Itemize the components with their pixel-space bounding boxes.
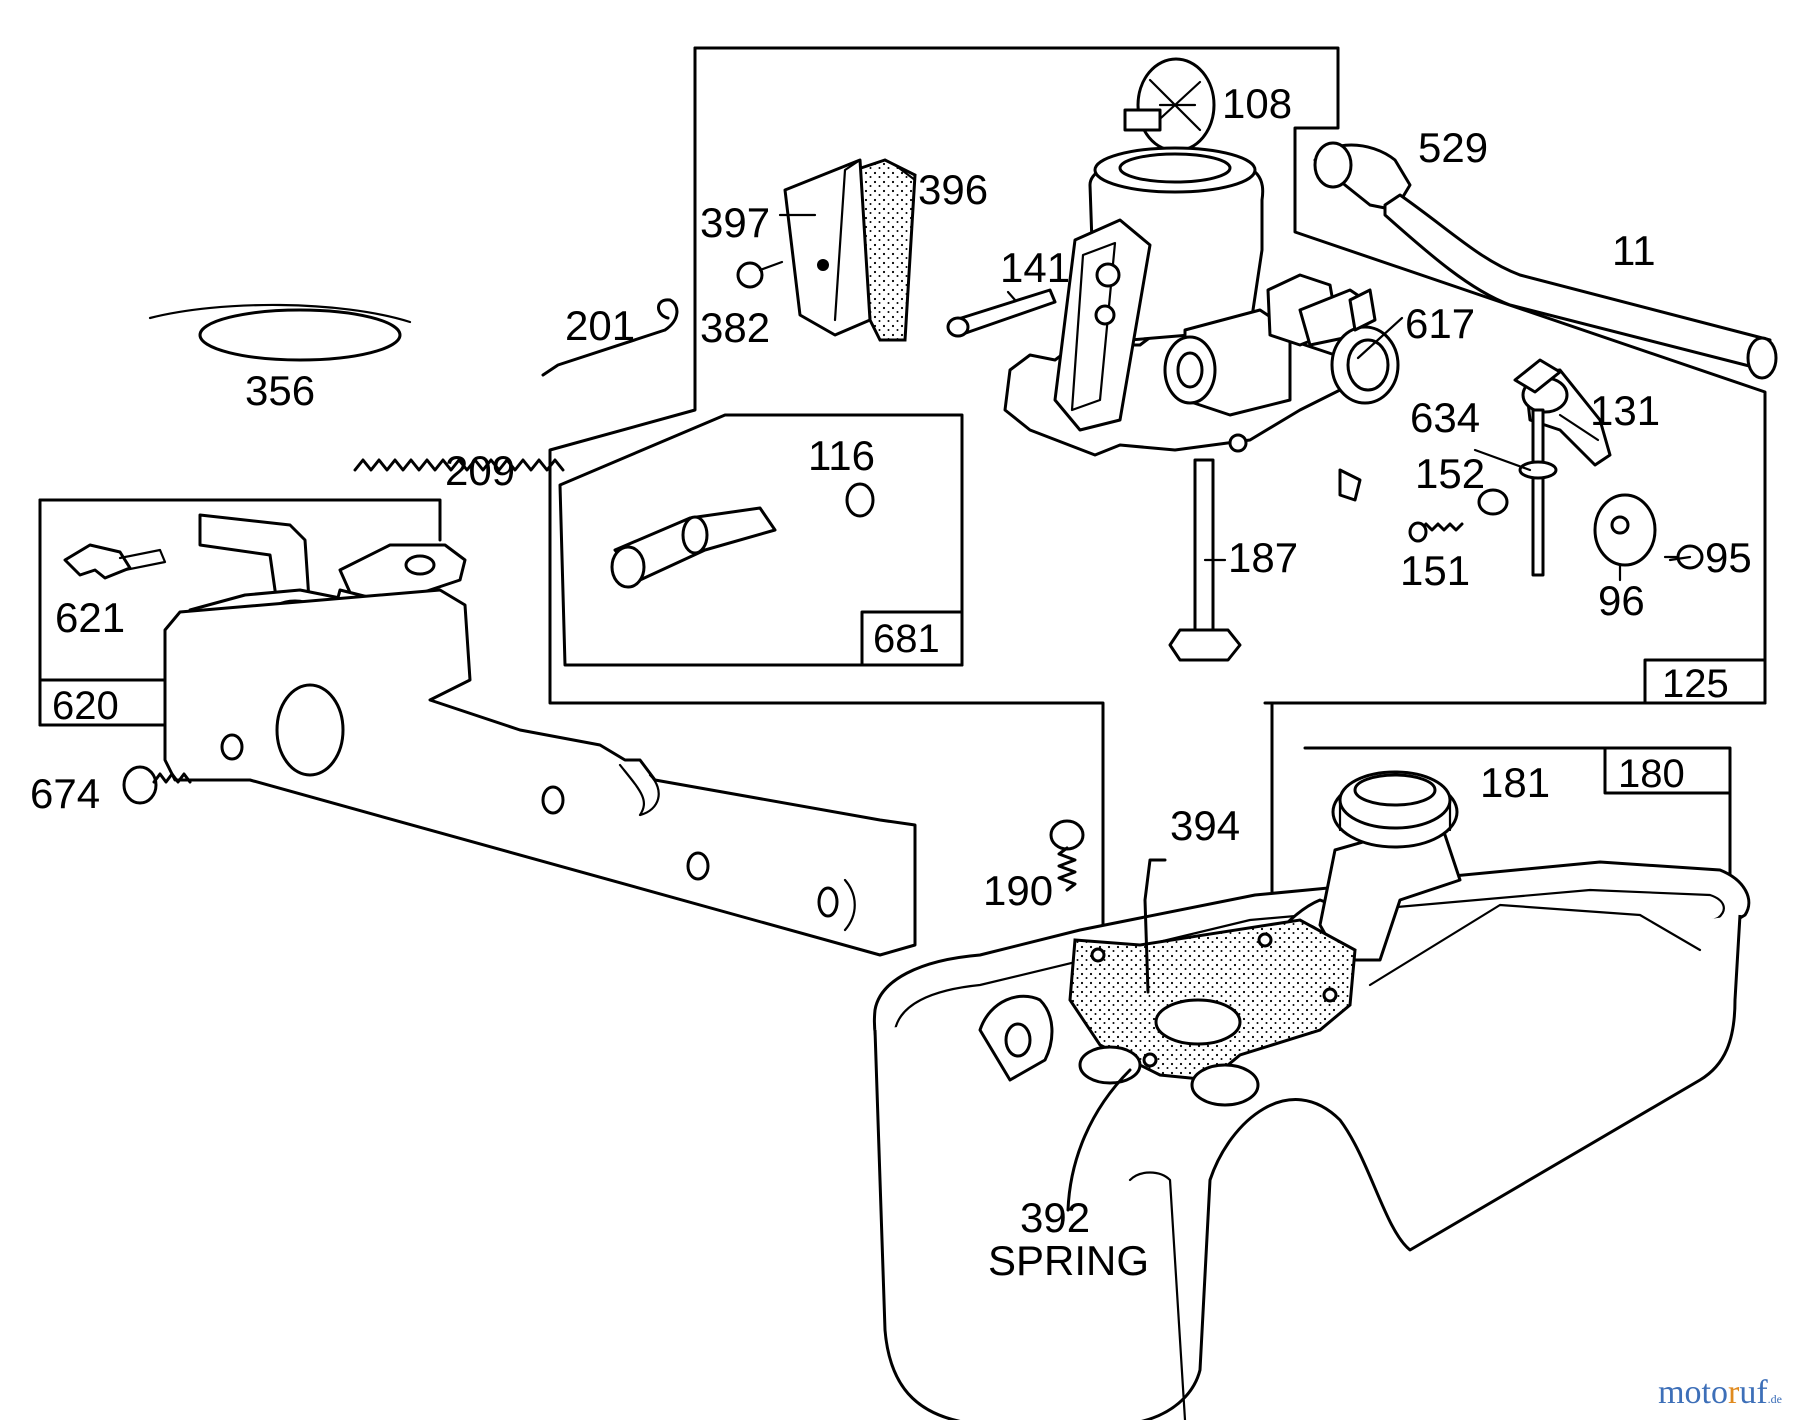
label-634: 634 (1410, 394, 1480, 441)
label-95: 95 (1705, 534, 1752, 581)
spring-152 (1477, 488, 1509, 516)
label-181: 181 (1480, 759, 1550, 806)
watermark-part2: r (1728, 1374, 1740, 1411)
spring-392 (1066, 1068, 1132, 1212)
label-674: 674 (30, 770, 100, 817)
label-617: 617 (1405, 300, 1475, 347)
site-watermark-logo: motoruf.de (1658, 1374, 1782, 1412)
throttle-plate-96 (1593, 493, 1657, 567)
label-356: 356 (245, 367, 315, 414)
carburetor-body (1003, 146, 1400, 502)
gasket-394 (1068, 918, 1357, 1082)
screw-382 (736, 260, 784, 289)
label-382: 382 (700, 304, 770, 351)
screw-187 (1168, 458, 1242, 662)
screw-674 (122, 765, 192, 805)
label-116: 116 (808, 432, 875, 479)
box-180-frame (1603, 746, 1732, 795)
part-labels: 108 529 396 397 141 11 201 382 617 356 6… (30, 80, 1752, 1284)
screw-190 (1049, 819, 1085, 892)
label-397: 397 (700, 199, 770, 246)
jet-kit-box (558, 413, 964, 667)
screw-151 (1418, 522, 1464, 532)
leader-lines (778, 163, 1692, 582)
filter-block-397 (783, 158, 917, 342)
label-151: 151 (1400, 547, 1470, 594)
watermark-part1: moto (1658, 1374, 1729, 1411)
link-rod-201 (541, 298, 679, 377)
filler-neck-181 (1318, 770, 1462, 962)
spring-209 (353, 458, 565, 472)
label-394: 394 (1170, 802, 1240, 849)
throttle-shaft (1518, 408, 1558, 577)
label-201: 201 (565, 302, 635, 349)
carburetor-group-outline-left (548, 46, 1105, 942)
label-152: 152 (1415, 450, 1485, 497)
label-96: 96 (1598, 577, 1645, 624)
choke-valve-108 (1123, 57, 1216, 153)
shaft-141 (946, 288, 1057, 338)
tank-group-outline-upper (1303, 746, 1732, 882)
watermark-part3: uf (1739, 1374, 1768, 1411)
box-125-frame (1643, 658, 1767, 705)
label-209: 209 (445, 447, 515, 494)
label-spring: SPRING (988, 1237, 1149, 1284)
label-396: 396 (918, 166, 988, 213)
label-11: 11 (1612, 227, 1656, 274)
label-621: 621 (55, 594, 125, 641)
label-620: 620 (52, 684, 119, 728)
label-187: 187 (1228, 534, 1298, 581)
screw-151-head (1408, 521, 1428, 543)
label-392: 392 (1020, 1194, 1090, 1241)
hose-end (1746, 336, 1778, 380)
control-plate-620 (163, 588, 917, 957)
label-180: 180 (1618, 752, 1685, 796)
label-141: 141 (1000, 244, 1070, 291)
label-529: 529 (1418, 124, 1488, 171)
label-125: 125 (1662, 662, 1729, 706)
o-ring-116 (845, 482, 875, 518)
watermark-tld: .de (1767, 1392, 1782, 1406)
label-190: 190 (983, 867, 1053, 914)
needle-valve-681 (610, 506, 777, 589)
carburetor-group-outline (693, 46, 1767, 705)
label-108: 108 (1222, 80, 1292, 127)
label-131: 131 (1590, 387, 1660, 434)
label-681: 681 (873, 617, 940, 661)
ring-356 (148, 303, 412, 362)
clip-621 (63, 543, 167, 580)
spring-wire-394 (1143, 858, 1167, 994)
bracket-group-outline (38, 498, 442, 542)
box-681-frame (860, 610, 964, 667)
